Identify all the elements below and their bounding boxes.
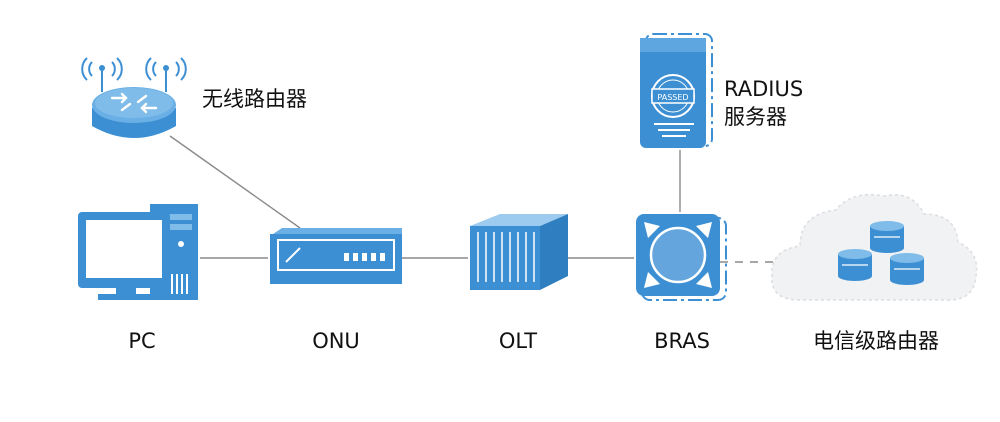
pc-icon bbox=[78, 204, 198, 300]
onu-icon bbox=[270, 228, 402, 284]
onu-label: ONU bbox=[312, 329, 360, 353]
wireless-router-label: 无线路由器 bbox=[202, 87, 307, 111]
bras-icon bbox=[636, 214, 727, 301]
connections bbox=[169, 135, 790, 263]
wireless-router-icon bbox=[81, 57, 187, 138]
router-stack-1 bbox=[838, 249, 872, 281]
router-stack-2 bbox=[870, 221, 904, 253]
carrier-router-cloud-icon bbox=[771, 193, 978, 301]
pc-label: PC bbox=[128, 329, 155, 353]
radius-stamp-text: PASSED bbox=[657, 93, 688, 102]
radius-server-icon: PASSED bbox=[640, 33, 713, 148]
olt-icon bbox=[470, 214, 568, 290]
olt-label: OLT bbox=[499, 329, 537, 353]
bras-label: BRAS bbox=[654, 329, 710, 353]
link-router-onu bbox=[169, 135, 301, 229]
carrier-router-label: 电信级路由器 bbox=[813, 329, 939, 353]
radius-label-line2: 服务器 bbox=[724, 105, 787, 129]
router-stack-3 bbox=[890, 253, 924, 285]
radius-label-line1: RADIUS bbox=[724, 77, 803, 101]
